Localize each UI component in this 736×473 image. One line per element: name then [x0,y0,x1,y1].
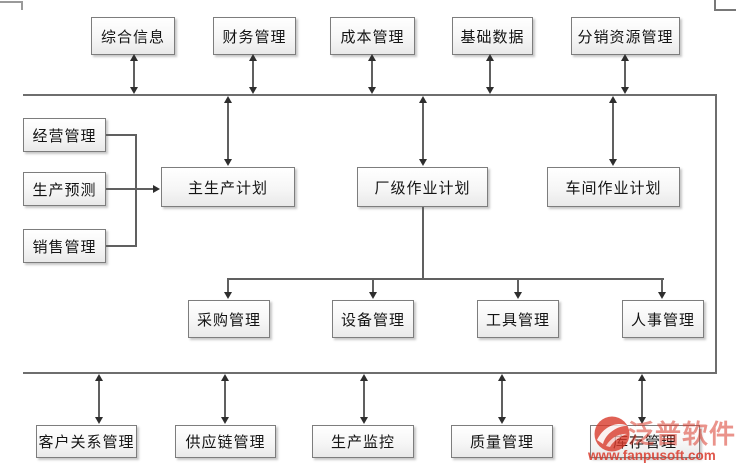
node-workshop-operation-plan: 车间作业计划 [547,167,680,207]
node-business-management: 经营管理 [23,118,106,152]
node-master-production-plan: 主生产计划 [161,167,295,207]
node-financial-management: 财务管理 [213,17,296,55]
connector-top-3 [371,60,373,90]
connector-plan-2 [422,98,424,160]
node-quality-management: 质量管理 [451,425,553,458]
node-production-forecast: 生产预测 [23,172,106,206]
bracket-line-middle [106,188,154,190]
node-distribution-resource-management: 分销资源管理 [571,17,680,55]
arrow-down-icon [360,417,368,424]
arrow-down-icon [249,87,257,94]
arrow-up-icon [249,54,257,61]
arrow-down-icon [486,87,494,94]
bracket-line-top [106,134,137,136]
arrow-up-icon [419,96,427,103]
node-comprehensive-information: 综合信息 [91,17,175,55]
arrow-down-icon [224,159,232,166]
connector-plan-1 [227,98,229,160]
arrow-up-icon [621,54,629,61]
node-cost-management: 成本管理 [330,17,415,55]
connector-bottom-4 [501,376,503,418]
connector-bottom-3 [363,376,365,418]
arrow-right-icon [153,185,160,193]
arrow-down-icon [224,292,232,299]
arrow-up-icon [368,54,376,61]
arrow-up-icon [130,54,138,61]
node-factory-operation-plan: 厂级作业计划 [357,167,488,207]
page-border-corner-top-right [714,0,736,11]
arrow-up-icon [360,374,368,381]
node-sales-management: 销售管理 [23,229,106,263]
arrow-up-icon [486,54,494,61]
arrow-down-icon [221,417,229,424]
drop-line-personnel [661,278,663,293]
arrow-down-icon [419,159,427,166]
connector-plan-3 [612,98,614,160]
bracket-line-vertical [135,134,137,247]
arrow-up-icon [609,96,617,103]
connector-bottom-5 [641,376,643,418]
arrow-down-icon [514,292,522,299]
connector-top-5 [624,60,626,90]
arrow-down-icon [498,417,506,424]
arrow-up-icon [638,374,646,381]
bus-line-right [715,94,717,374]
support-distribution-line [228,278,664,280]
arrow-down-icon [621,87,629,94]
bus-line-top [23,94,717,96]
arrow-up-icon [95,374,103,381]
connector-top-1 [133,60,135,90]
arrow-down-icon [638,417,646,424]
connector-bottom-2 [224,376,226,418]
bracket-line-bottom [106,245,137,247]
node-supply-chain-management: 供应链管理 [175,425,276,458]
node-tool-management: 工具管理 [477,300,559,338]
bus-line-bottom [23,372,717,374]
connector-top-4 [489,60,491,90]
arrow-down-icon [658,292,666,299]
node-customer-relationship-management: 客户关系管理 [36,425,137,458]
drop-line-equipment [372,280,374,293]
node-procurement-management: 采购管理 [188,300,270,338]
node-personnel-management: 人事管理 [622,300,704,338]
node-inventory-management: 库存管理 [590,425,700,458]
arrow-up-icon [224,96,232,103]
connector-top-2 [252,60,254,90]
arrow-down-icon [130,87,138,94]
connector-bottom-1 [98,376,100,418]
arrow-up-icon [221,374,229,381]
node-equipment-management: 设备管理 [332,300,414,338]
arrow-down-icon [369,292,377,299]
arrow-down-icon [368,87,376,94]
feed-line-factory-plan [422,207,424,278]
node-basic-data: 基础数据 [452,17,533,55]
node-production-monitoring: 生产监控 [312,425,414,458]
drop-line-procurement [227,278,229,293]
arrow-down-icon [95,417,103,424]
arrow-down-icon [609,159,617,166]
drop-line-tool [517,280,519,293]
arrow-up-icon [498,374,506,381]
page-border-corner-top-left [0,1,23,10]
